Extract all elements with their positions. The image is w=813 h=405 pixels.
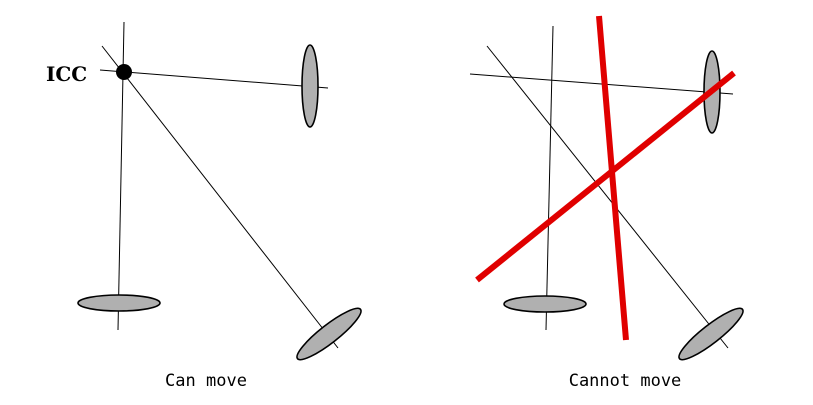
right-wheel-axis-line	[469, 73, 734, 95]
icc-label: ICC	[46, 62, 87, 86]
panel-cannot-move: Cannot move	[469, 15, 744, 391]
front-wheel	[77, 294, 161, 312]
diagonal-wheel	[678, 307, 744, 361]
right-wheel-axis-line	[99, 69, 329, 89]
caption-can-move: Can move	[165, 371, 247, 391]
diagonal-wheel-axis-line	[101, 45, 339, 349]
cross-out-stroke-diagonal	[475, 70, 736, 283]
front-wheel	[503, 295, 587, 313]
caption-cannot-move: Cannot move	[569, 371, 682, 391]
front-wheel-axis-line	[545, 25, 554, 331]
diagonal-wheel	[296, 307, 362, 361]
cross-out-stroke-vertical	[596, 15, 629, 341]
right-wheel	[301, 44, 319, 128]
icc-point	[116, 64, 132, 80]
diagonal-wheel-axis-line	[486, 45, 729, 349]
panel-can-move: ICC Can move	[46, 21, 362, 391]
